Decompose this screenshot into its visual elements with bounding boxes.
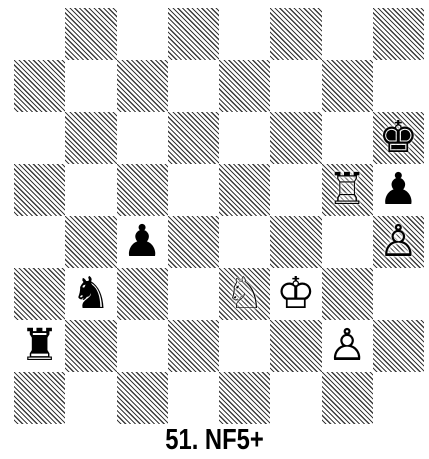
square-e8[interactable] bbox=[219, 8, 270, 60]
square-c6[interactable] bbox=[117, 112, 168, 164]
square-b2[interactable] bbox=[65, 320, 116, 372]
black-pawn-icon[interactable]: ♟ bbox=[373, 164, 424, 216]
white-pawn-icon[interactable]: ♙ bbox=[373, 216, 424, 268]
move-caption: 51. NF5+ bbox=[39, 424, 391, 456]
square-c2[interactable] bbox=[117, 320, 168, 372]
square-d7[interactable] bbox=[168, 60, 219, 112]
square-a7[interactable] bbox=[14, 60, 65, 112]
square-c7[interactable] bbox=[117, 60, 168, 112]
square-e6[interactable] bbox=[219, 112, 270, 164]
black-pawn-icon[interactable]: ♟ bbox=[117, 216, 168, 268]
square-b7[interactable] bbox=[65, 60, 116, 112]
white-pawn-icon[interactable]: ♙ bbox=[322, 320, 373, 372]
square-a1[interactable] bbox=[14, 372, 65, 424]
square-h7[interactable] bbox=[373, 60, 424, 112]
square-g6[interactable] bbox=[322, 112, 373, 164]
black-rook-icon[interactable]: ♜ bbox=[14, 320, 65, 372]
square-g8[interactable] bbox=[322, 8, 373, 60]
chess-board: ♚♖♟♟♙♞♘♔♜♙ bbox=[14, 8, 424, 424]
square-b4[interactable] bbox=[65, 216, 116, 268]
square-e7[interactable] bbox=[219, 60, 270, 112]
square-e2[interactable] bbox=[219, 320, 270, 372]
square-c8[interactable] bbox=[117, 8, 168, 60]
square-b8[interactable] bbox=[65, 8, 116, 60]
square-b6[interactable] bbox=[65, 112, 116, 164]
square-d4[interactable] bbox=[168, 216, 219, 268]
square-f5[interactable] bbox=[270, 164, 321, 216]
black-knight-icon[interactable]: ♞ bbox=[65, 268, 116, 320]
square-h3[interactable] bbox=[373, 268, 424, 320]
square-c5[interactable] bbox=[117, 164, 168, 216]
square-g4[interactable] bbox=[322, 216, 373, 268]
white-rook-icon[interactable]: ♖ bbox=[322, 164, 373, 216]
square-g1[interactable] bbox=[322, 372, 373, 424]
square-f8[interactable] bbox=[270, 8, 321, 60]
square-a6[interactable] bbox=[14, 112, 65, 164]
square-f2[interactable] bbox=[270, 320, 321, 372]
square-f6[interactable] bbox=[270, 112, 321, 164]
square-b1[interactable] bbox=[65, 372, 116, 424]
square-e4[interactable] bbox=[219, 216, 270, 268]
square-a5[interactable] bbox=[14, 164, 65, 216]
square-f1[interactable] bbox=[270, 372, 321, 424]
square-b5[interactable] bbox=[65, 164, 116, 216]
square-c3[interactable] bbox=[117, 268, 168, 320]
square-g3[interactable] bbox=[322, 268, 373, 320]
square-h1[interactable] bbox=[373, 372, 424, 424]
square-h8[interactable] bbox=[373, 8, 424, 60]
square-d2[interactable] bbox=[168, 320, 219, 372]
square-d8[interactable] bbox=[168, 8, 219, 60]
square-a3[interactable] bbox=[14, 268, 65, 320]
square-e5[interactable] bbox=[219, 164, 270, 216]
square-a8[interactable] bbox=[14, 8, 65, 60]
square-c1[interactable] bbox=[117, 372, 168, 424]
square-d5[interactable] bbox=[168, 164, 219, 216]
square-d6[interactable] bbox=[168, 112, 219, 164]
black-king-icon[interactable]: ♚ bbox=[373, 112, 424, 164]
square-a4[interactable] bbox=[14, 216, 65, 268]
white-knight-icon[interactable]: ♘ bbox=[219, 268, 270, 320]
square-d1[interactable] bbox=[168, 372, 219, 424]
square-e1[interactable] bbox=[219, 372, 270, 424]
square-f7[interactable] bbox=[270, 60, 321, 112]
square-f4[interactable] bbox=[270, 216, 321, 268]
square-d3[interactable] bbox=[168, 268, 219, 320]
white-king-icon[interactable]: ♔ bbox=[270, 268, 321, 320]
square-g7[interactable] bbox=[322, 60, 373, 112]
square-h2[interactable] bbox=[373, 320, 424, 372]
